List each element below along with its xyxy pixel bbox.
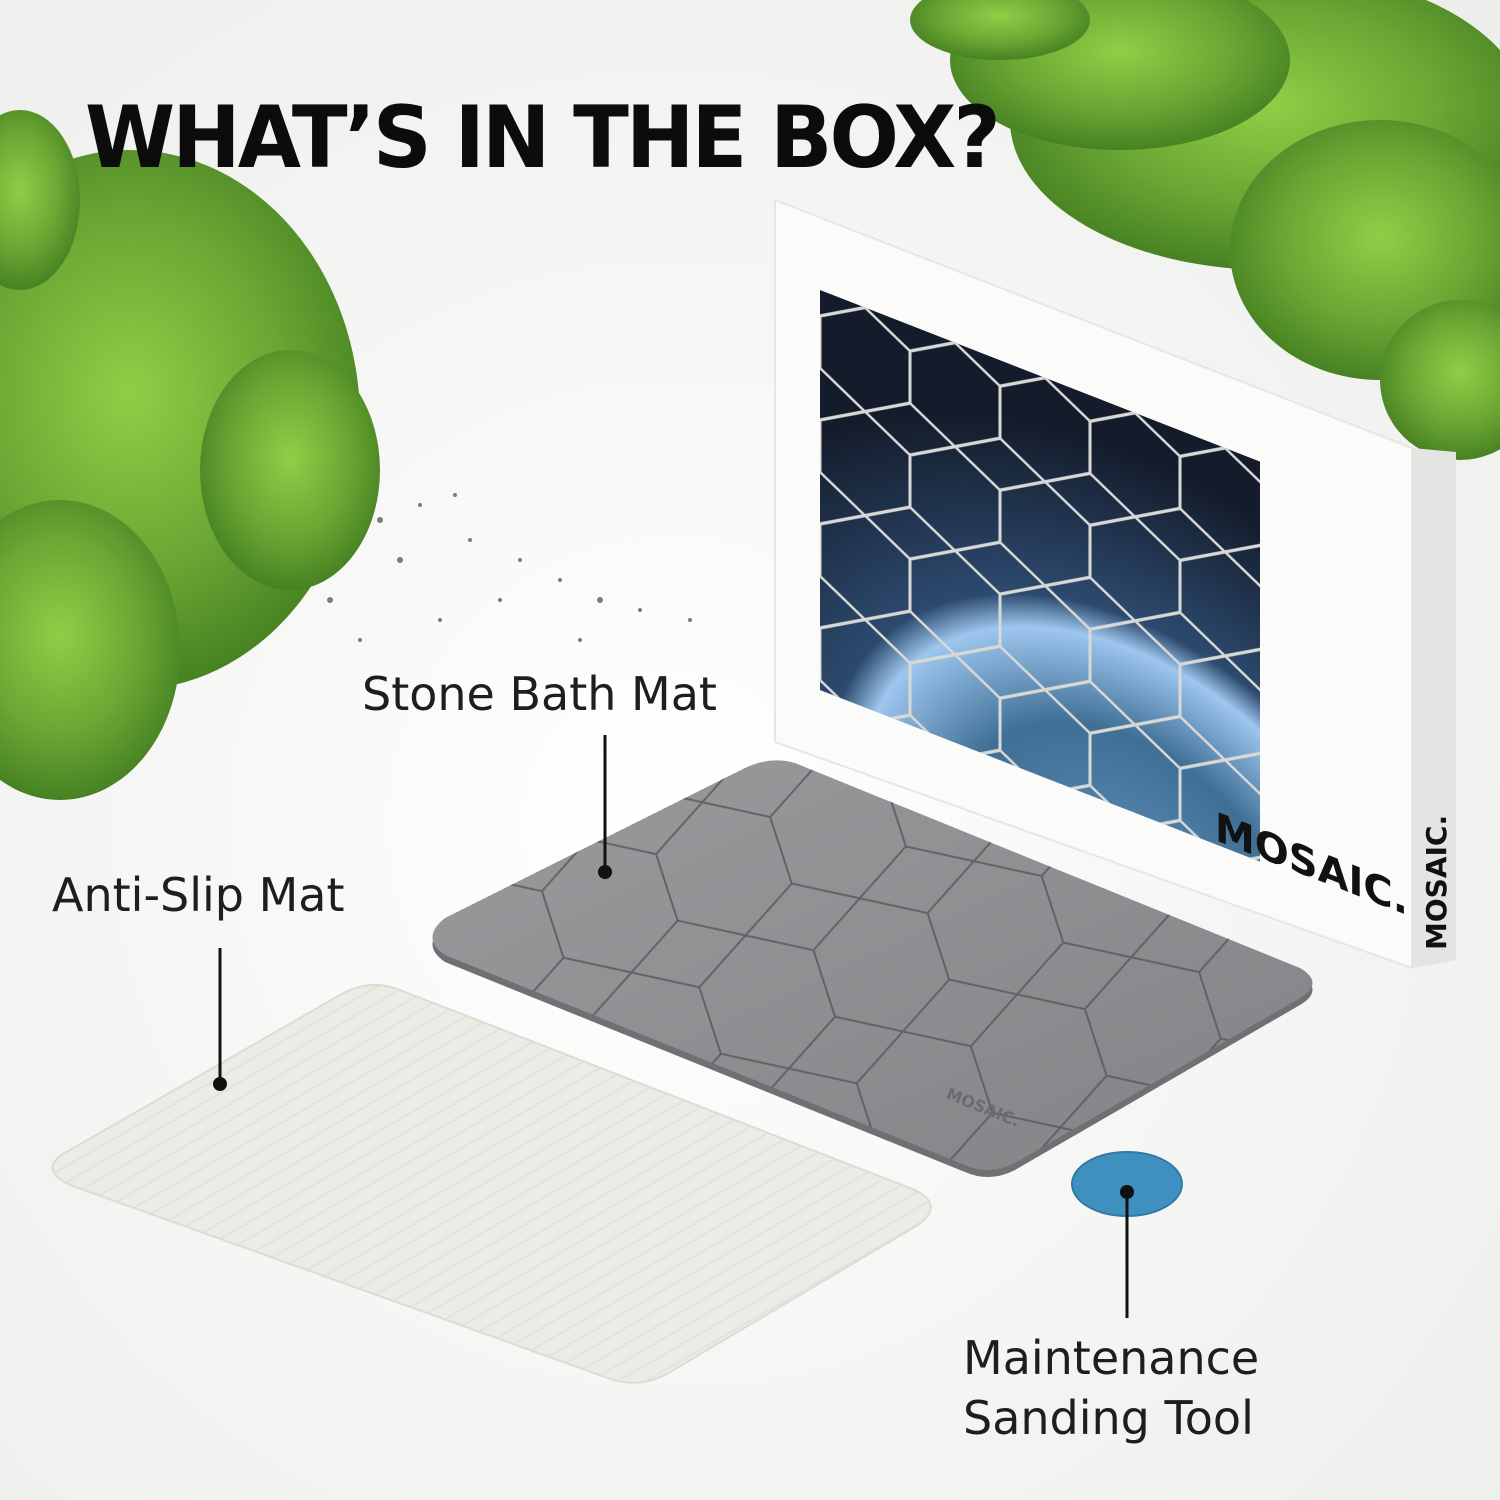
label-stone-bath-mat: Stone Bath Mat	[362, 667, 717, 721]
label-anti-slip-mat: Anti-Slip Mat	[52, 868, 345, 922]
callout-sanding-tool	[1120, 1185, 1134, 1318]
moss-left	[0, 110, 380, 800]
callout-stone-bath-mat	[598, 735, 612, 879]
debris-specks	[327, 493, 692, 642]
anti-slip-mat	[51, 984, 932, 1384]
label-sanding-tool: Maintenance Sanding Tool	[963, 1328, 1259, 1448]
stone-bath-mat	[432, 760, 1313, 1178]
box-brand-side: MOSAIC.	[1420, 815, 1453, 950]
box-brand-front: MOSAIC.	[1215, 802, 1408, 924]
label-sanding-tool-line2: Sanding Tool	[963, 1391, 1254, 1445]
box-artwork	[820, 290, 1260, 862]
label-sanding-tool-line1: Maintenance	[963, 1331, 1260, 1385]
callout-anti-slip-mat	[213, 948, 227, 1091]
moss-top-right	[910, 0, 1500, 460]
page-title: WHAT’S IN THE BOX?	[85, 88, 1001, 188]
stone-mat-engraving: MOSAIC.	[944, 1084, 1023, 1131]
